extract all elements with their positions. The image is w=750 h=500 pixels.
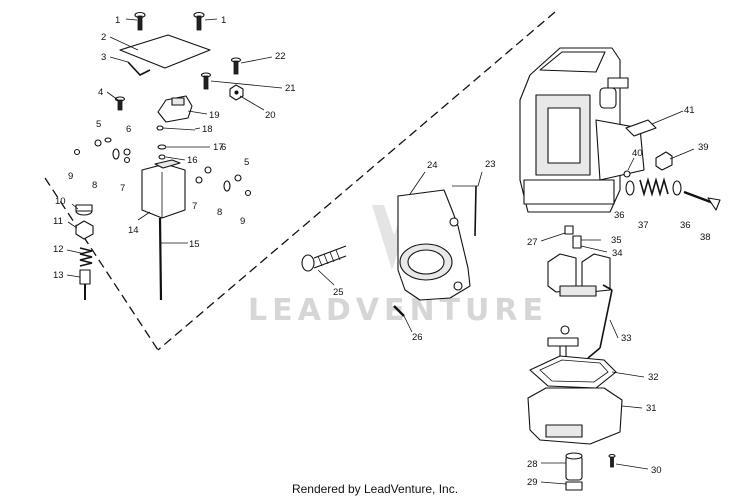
callout-33: 33 (621, 333, 632, 344)
callout-28: 28 (527, 459, 538, 470)
callout-38: 38 (700, 232, 711, 243)
callout-36b: 36 (680, 220, 691, 231)
nut-part-11 (75, 220, 94, 240)
callout-20: 20 (265, 110, 276, 121)
callout-16: 16 (187, 155, 198, 166)
callout-37: 37 (638, 220, 649, 231)
gasket-part-2 (119, 34, 211, 69)
pin-part-18 (156, 125, 196, 131)
nut-part-20 (229, 84, 244, 101)
needle-part-15 (158, 217, 163, 301)
callout-8a: 8 (92, 180, 97, 191)
cap-part-39 (655, 151, 673, 171)
callout-29: 29 (527, 477, 538, 488)
fitting-part-41 (625, 119, 657, 137)
callout-21: 21 (285, 83, 296, 94)
callout-25: 25 (333, 287, 344, 298)
callout-8b: 8 (217, 207, 222, 218)
screw-part-13 (79, 269, 91, 300)
callout-40: 40 (632, 148, 643, 159)
clip-part-40 (623, 170, 631, 178)
callout-6b: 6 (221, 142, 226, 153)
callout-6a: 6 (126, 124, 131, 135)
callout-34: 34 (612, 248, 623, 259)
float-part-33 (547, 253, 611, 297)
callout-5b: 5 (244, 157, 249, 168)
callout-39: 39 (698, 142, 709, 153)
callout-3: 3 (101, 52, 106, 63)
slide-parts-16-17 (157, 144, 167, 160)
callout-35: 35 (611, 235, 622, 246)
footer-credit: Rendered by LeadVenture, Inc. (291, 482, 459, 496)
drain-parts-28-29 (565, 452, 583, 491)
jets-parts-34-35 (564, 225, 582, 249)
bolt-part-25 (301, 245, 347, 272)
valve-parts-lower (547, 325, 579, 365)
callout-11: 11 (53, 216, 63, 227)
callout-13: 13 (53, 270, 64, 281)
callout-41: 41 (684, 105, 695, 116)
carburetor-body (519, 47, 645, 213)
screw-part-22 (230, 57, 242, 75)
callout-12: 12 (53, 244, 64, 255)
callout-9b: 9 (240, 216, 245, 227)
watermark-text: LEADVENTURE (248, 293, 548, 328)
screw-part-21 (200, 72, 212, 90)
callout-7b: 7 (192, 201, 197, 212)
callout-14: 14 (128, 225, 139, 236)
spring-part-12 (79, 247, 93, 267)
callout-1a: 1 (115, 15, 120, 26)
callout-22: 22 (275, 51, 286, 62)
callout-24: 24 (427, 160, 438, 171)
pin-part-26 (393, 305, 405, 317)
callout-17: 17 (213, 142, 224, 153)
callout-23: 23 (485, 159, 496, 170)
callout-15: 15 (189, 239, 200, 250)
screw-part-30 (608, 453, 616, 468)
callout-30: 30 (651, 465, 662, 476)
bracket-part-19 (157, 95, 193, 123)
spring-part-37 (639, 177, 669, 197)
screw-part-1b (193, 11, 205, 31)
callout-19: 19 (209, 110, 220, 121)
callout-1b: 1 (221, 15, 226, 26)
clip-part-3 (127, 61, 151, 76)
screw-part-38 (683, 190, 721, 211)
separator-lines (44, 11, 556, 351)
float-bowl-part-31 (527, 387, 623, 445)
leader-lines (66, 18, 695, 485)
callout-10: 10 (55, 196, 66, 207)
callout-4: 4 (98, 87, 103, 98)
callout-27: 27 (527, 237, 538, 248)
callout-2: 2 (101, 32, 106, 43)
washers-part-36 (625, 180, 682, 196)
mount-part-24 (397, 189, 471, 301)
small-parts-left (73, 137, 252, 197)
callout-5a: 5 (96, 119, 101, 130)
callout-18: 18 (202, 124, 213, 135)
callout-32: 32 (648, 372, 659, 383)
callout-7a: 7 (120, 183, 125, 194)
callout-36a: 36 (614, 210, 625, 221)
screw-part-1a (134, 11, 146, 31)
cap-part-10 (75, 204, 93, 216)
callout-31: 31 (646, 403, 657, 414)
callout-26: 26 (412, 332, 423, 343)
slide-part-14 (141, 159, 186, 219)
gasket-part-32 (529, 355, 617, 389)
callout-9a: 9 (68, 171, 73, 182)
callout-numbers: 1 1 2 3 4 5 5 6 6 7 7 8 8 9 9 10 11 12 1… (53, 15, 711, 488)
